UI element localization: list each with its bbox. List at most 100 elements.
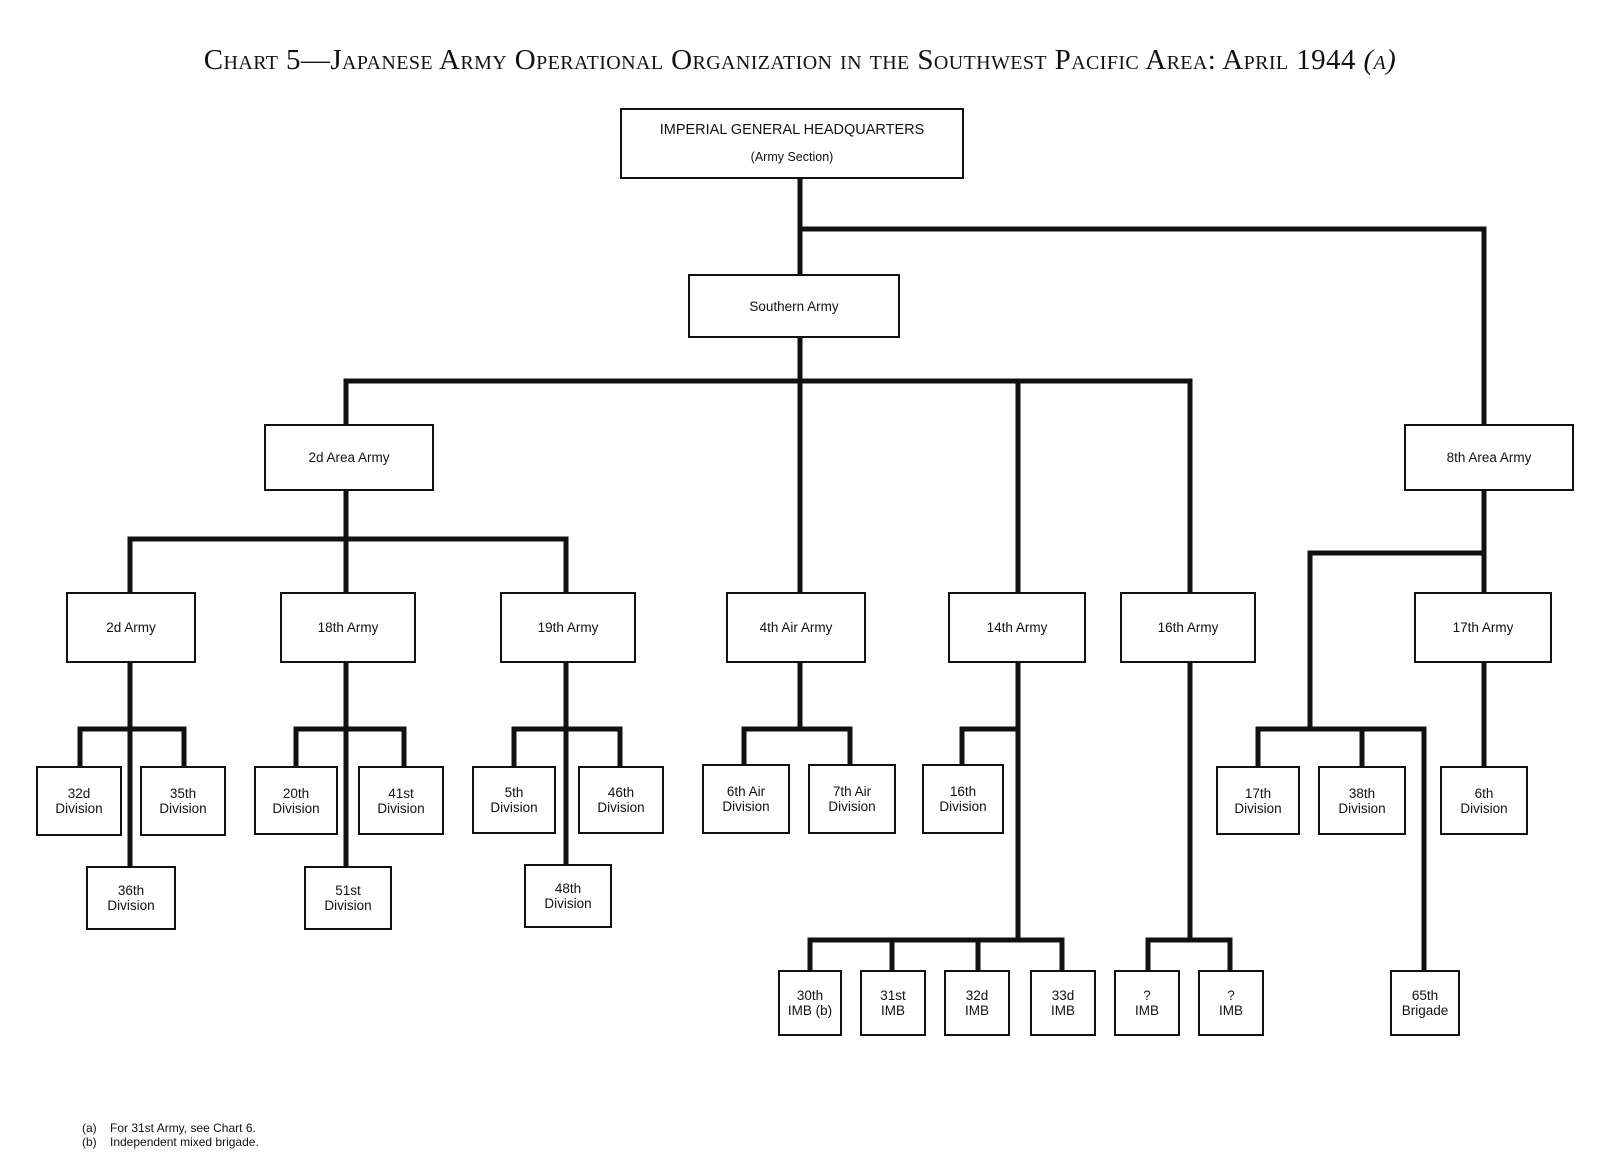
node-2d-army: 2d Army — [66, 592, 196, 663]
node-label: 32d — [67, 786, 91, 801]
node-label: 16th Army — [1157, 620, 1219, 635]
connector-14th-imb-bus — [807, 937, 1065, 975]
node-5th-division: 5th Division — [472, 766, 556, 834]
node-label: 2d Army — [106, 620, 156, 635]
node-sublabel: Division — [272, 800, 320, 816]
node-18th-army: 18th Army — [280, 592, 416, 663]
connector-ighq-8th-area — [797, 226, 1487, 429]
node-sublabel: IMB (b) — [787, 1003, 833, 1018]
node-label: 51st — [335, 883, 361, 898]
node-label: 18th Army — [317, 620, 379, 635]
node-sublabel: Division — [1234, 800, 1282, 816]
node-31st-imb: 31st IMB — [860, 970, 926, 1036]
node-label: 65th — [1411, 988, 1439, 1003]
node-19th-army: 19th Army — [500, 592, 636, 663]
node-sublabel: Division — [159, 801, 207, 816]
connector-2d-area-bus — [127, 487, 569, 542]
node-20th-division: 20th Division — [254, 766, 338, 835]
footnote-a: (a)For 31st Army, see Chart 6. — [82, 1121, 259, 1135]
node-label: IMPERIAL GENERAL HEADQUARTERS — [659, 121, 925, 138]
connector-18th-army — [293, 659, 407, 871]
connector-16th-army — [1145, 659, 1233, 975]
node-16th-army: 16th Army — [1120, 592, 1256, 663]
node-label: 6th — [1474, 785, 1494, 801]
footnote-mark: (b) — [82, 1135, 97, 1149]
footnote-text: For 31st Army, see Chart 6. — [110, 1121, 256, 1135]
chart-title-footnote-mark: (a) — [1363, 44, 1397, 76]
node-30th-imb: 30th IMB (b) — [778, 970, 842, 1036]
node-sublabel: Division — [107, 898, 155, 913]
node-sublabel: Division — [55, 801, 103, 816]
node-label: 41st — [388, 785, 414, 801]
node-label: 6th Air — [726, 784, 766, 799]
footnote-text: Independent mixed brigade. — [110, 1135, 259, 1149]
connector-14th-army — [959, 659, 1021, 943]
node-32d-division: 32d Division — [36, 766, 122, 836]
node-41st-division: 41st Division — [358, 766, 444, 835]
node-label: 33d — [1051, 988, 1075, 1003]
node-label: ? — [1227, 988, 1235, 1003]
footnotes: (a)For 31st Army, see Chart 6. (b) Indepe… — [82, 1121, 259, 1149]
connector-8th-area-bus — [1307, 487, 1487, 732]
node-unknown-imb-2: ? IMB — [1198, 970, 1264, 1036]
node-17th-division: 17th Division — [1216, 766, 1300, 835]
node-8th-area-army: 8th Area Army — [1404, 424, 1574, 491]
node-sublabel: IMB — [1134, 1003, 1159, 1018]
node-label: 7th Air — [832, 784, 872, 799]
node-label: 17th — [1244, 785, 1272, 801]
node-6th-air-division: 6th Air Division — [702, 764, 790, 834]
node-sublabel: Division — [324, 898, 372, 913]
node-32d-imb: 32d IMB — [944, 970, 1010, 1036]
footnote-b: (b) Independent mixed brigade. — [82, 1135, 259, 1149]
node-4th-air-army: 4th Air Army — [726, 592, 866, 663]
connector-8th-area-children — [1255, 726, 1427, 975]
node-36th-division: 36th Division — [86, 866, 176, 930]
node-label: 31st — [880, 988, 906, 1003]
node-label: 32d — [965, 988, 989, 1003]
node-sublabel: Brigade — [1401, 1003, 1449, 1018]
node-sublabel: Division — [722, 799, 770, 814]
node-16th-division: 16th Division — [922, 764, 1004, 834]
node-label: 19th Army — [537, 620, 599, 635]
node-label: Southern Army — [749, 298, 839, 314]
node-sublabel: IMB — [964, 1003, 989, 1018]
node-sublabel: Division — [490, 800, 538, 815]
node-label: 2d Area Army — [308, 450, 390, 465]
node-imperial-general-headquarters: IMPERIAL GENERAL HEADQUARTERS (Army Sect… — [620, 108, 964, 179]
node-unknown-imb-1: ? IMB — [1114, 970, 1180, 1036]
node-38th-division: 38th Division — [1318, 766, 1406, 835]
node-14th-army: 14th Army — [948, 592, 1086, 663]
connector-southern-bus — [343, 334, 1193, 384]
connector-2d-army — [77, 659, 187, 871]
node-label: 35th — [169, 786, 197, 801]
node-sublabel: IMB — [880, 1003, 905, 1018]
node-label: 48th — [554, 881, 582, 896]
node-sublabel: Division — [939, 799, 987, 814]
node-label: 16th — [949, 784, 977, 799]
node-sublabel: Division — [597, 800, 645, 815]
node-sublabel: IMB — [1050, 1003, 1075, 1018]
connector-2d-area-armies — [127, 536, 569, 597]
node-sublabel: Division — [1338, 800, 1386, 816]
node-label: 4th Air Army — [759, 620, 833, 635]
node-sublabel: Division — [544, 896, 592, 911]
node-label: 20th — [282, 785, 310, 801]
node-label: 14th Army — [986, 620, 1048, 635]
node-label: 17th Army — [1452, 620, 1514, 635]
node-48th-division: 48th Division — [524, 864, 612, 928]
node-label: ? — [1143, 988, 1151, 1003]
node-sublabel: IMB — [1218, 1003, 1243, 1018]
node-sublabel: (Army Section) — [750, 149, 834, 164]
node-label: 38th — [1348, 785, 1376, 801]
node-6th-division: 6th Division — [1440, 766, 1528, 835]
node-southern-army: Southern Army — [688, 274, 900, 338]
node-2d-area-army: 2d Area Army — [264, 424, 434, 491]
node-label: 5th — [504, 785, 524, 800]
node-17th-army: 17th Army — [1414, 592, 1552, 663]
node-7th-air-division: 7th Air Division — [808, 764, 896, 834]
node-label: 46th — [607, 785, 635, 800]
node-sublabel: Division — [1460, 800, 1508, 816]
connector-19th-army — [511, 659, 623, 869]
node-33d-imb: 33d IMB — [1030, 970, 1096, 1036]
